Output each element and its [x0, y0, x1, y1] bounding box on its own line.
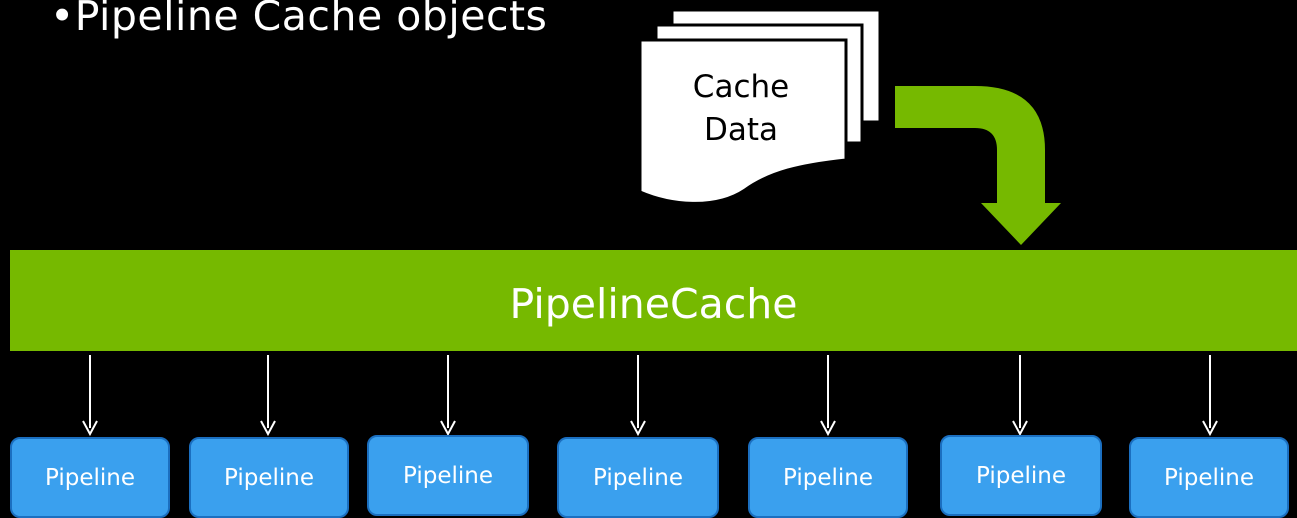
- down-arrow-icon: [82, 355, 98, 437]
- bullet-heading: •Pipeline Cache objects: [50, 0, 547, 40]
- pipeline-box-3: Pipeline: [367, 435, 529, 516]
- cache-data-label: Cache Data: [640, 66, 842, 152]
- down-arrow-icon: [1012, 355, 1028, 437]
- bullet-marker: •: [50, 0, 75, 40]
- down-arrow-icon: [820, 355, 836, 437]
- pipeline-box-2: Pipeline: [189, 437, 349, 518]
- pipeline-box-7: Pipeline: [1129, 437, 1289, 518]
- pipeline-box-4: Pipeline: [557, 437, 719, 518]
- down-arrow-icon: [1202, 355, 1218, 437]
- document-page-front: [638, 38, 848, 205]
- pipeline-cache-label: PipelineCache: [509, 279, 798, 328]
- pipeline-box-6: Pipeline: [940, 435, 1102, 516]
- down-arrow-icon: [260, 355, 276, 437]
- pipeline-cache-bar: PipelineCache: [10, 250, 1297, 351]
- pipeline-box-1: Pipeline: [10, 437, 170, 518]
- bullet-text: Pipeline Cache objects: [74, 0, 548, 40]
- down-arrow-icon: [630, 355, 646, 437]
- cache-data-line1: Cache: [692, 69, 790, 105]
- pipeline-box-5: Pipeline: [748, 437, 908, 518]
- cache-data-line2: Data: [703, 112, 779, 148]
- down-arrow-icon: [440, 355, 456, 437]
